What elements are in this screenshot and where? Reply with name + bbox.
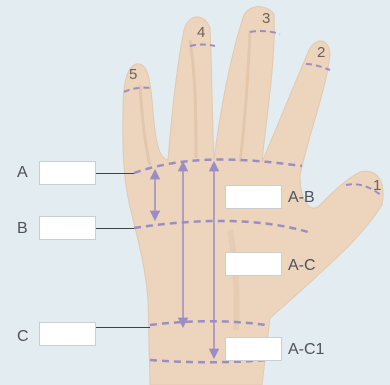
finger-number-2: 2 xyxy=(317,44,326,61)
finger-number-5: 5 xyxy=(129,66,138,83)
label-a-b: A-B xyxy=(288,189,315,206)
connector-c xyxy=(96,327,150,328)
input-a[interactable] xyxy=(39,161,96,185)
label-a: A xyxy=(17,164,28,181)
fingertip-line-2 xyxy=(305,63,331,71)
input-a-c[interactable] xyxy=(225,252,282,276)
measure-line-b xyxy=(133,219,309,234)
label-b: B xyxy=(17,220,28,237)
fingertip-line-3 xyxy=(249,29,281,35)
label-c: C xyxy=(17,328,29,345)
palm-shadow xyxy=(227,229,240,331)
measure-line-a xyxy=(133,158,303,175)
fingertip-line-5 xyxy=(123,86,152,93)
input-a-b[interactable] xyxy=(225,185,282,209)
fingertip-line-1 xyxy=(345,183,383,197)
finger-number-4: 4 xyxy=(197,24,206,41)
finger-number-3: 3 xyxy=(262,10,271,27)
label-a-c1: A-C1 xyxy=(288,341,325,358)
input-c[interactable] xyxy=(39,322,96,346)
finger-shadow xyxy=(188,39,198,159)
connector-b xyxy=(96,228,134,229)
connector-a xyxy=(96,173,134,174)
finger-shadow xyxy=(238,29,252,163)
finger-number-1: 1 xyxy=(373,177,382,194)
finger-shadow xyxy=(138,84,152,166)
fingertip-line-4 xyxy=(189,43,216,47)
measure-line-c xyxy=(149,320,267,327)
finger-tip-lines xyxy=(123,29,383,197)
input-a-c1[interactable] xyxy=(225,337,282,361)
measure-line-c1 xyxy=(149,358,267,364)
input-b[interactable] xyxy=(39,216,96,240)
label-a-c: A-C xyxy=(288,257,316,274)
